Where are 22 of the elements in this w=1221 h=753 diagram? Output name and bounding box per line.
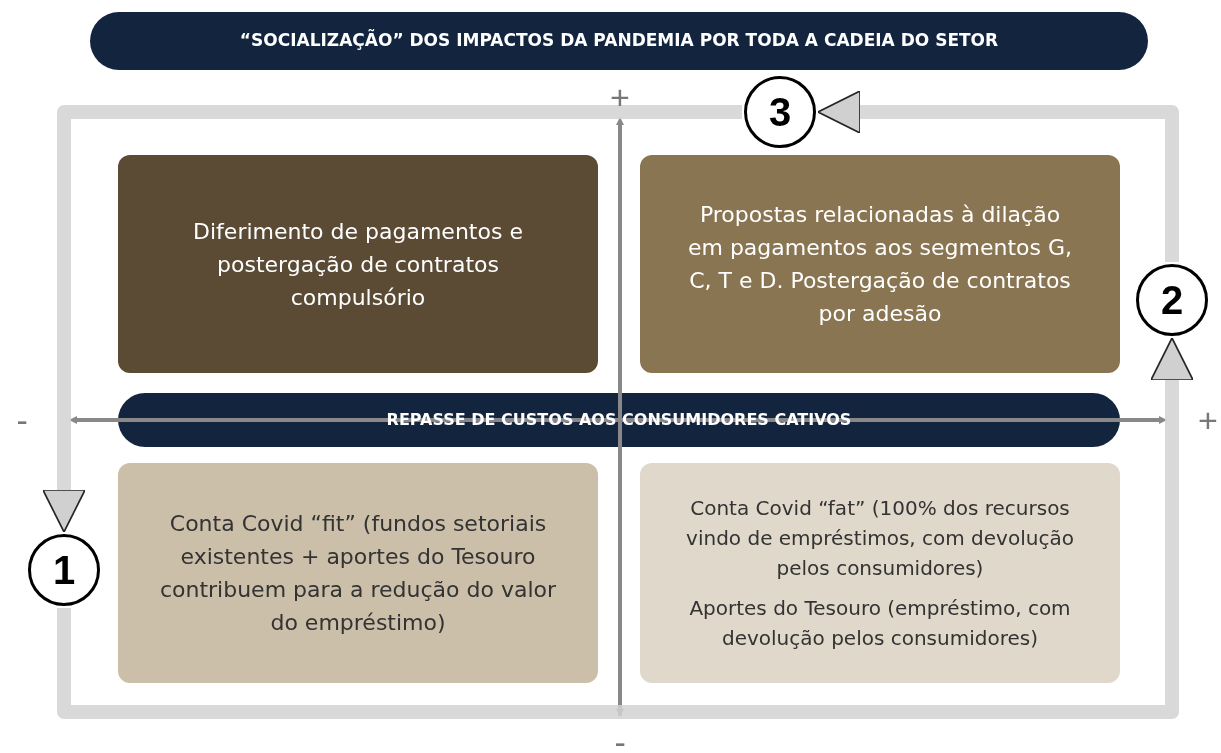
step-number-circle: 2 [1136,264,1208,336]
arrow [57,337,1194,719]
arrow [817,90,1179,262]
quadrant-box [118,463,598,683]
box-text: Propostas relacionadas à dilação em pagamentos aos segmentos G, C, T e D. Postergação de contratos por adesão [686,201,1074,328]
box-text: Aportes do Tesouro (empréstimo, com devolução pelos consumidores) [688,595,1072,652]
box-text: Diferimento de pagamentos e postergação de contratos compulsório [192,217,524,312]
axis-sign: + [1198,400,1218,440]
band-title: “SOCIALIZAÇÃO” DOS IMPACTOS DA PANDEMIA POR TODA A CADEIA DO SETOR [239,28,999,53]
band-title: REPASSE DE CUSTOS AOS CONSUMIDORES CATIVOS [386,409,852,431]
box-text: Conta Covid “fat” (100% dos recursos vindo de empréstimos, com devolução pelos consumidores) [685,495,1075,582]
header-band [90,12,1148,70]
box-text: Conta Covid “fit” (fundos setoriais existentes + aportes do Tesouro contribuem para a redução do valor do empréstimo) [158,510,558,637]
axis-sign: - [614,722,626,753]
axis-sign: - [16,400,28,440]
quadrant-box [640,155,1120,373]
quadrant-box [640,463,1120,683]
quadrant-box [118,155,598,373]
step-number-circle: 1 [28,534,100,606]
axis-sign: + [610,77,630,117]
step-number-circle: 3 [744,76,816,148]
arrow [42,105,742,533]
